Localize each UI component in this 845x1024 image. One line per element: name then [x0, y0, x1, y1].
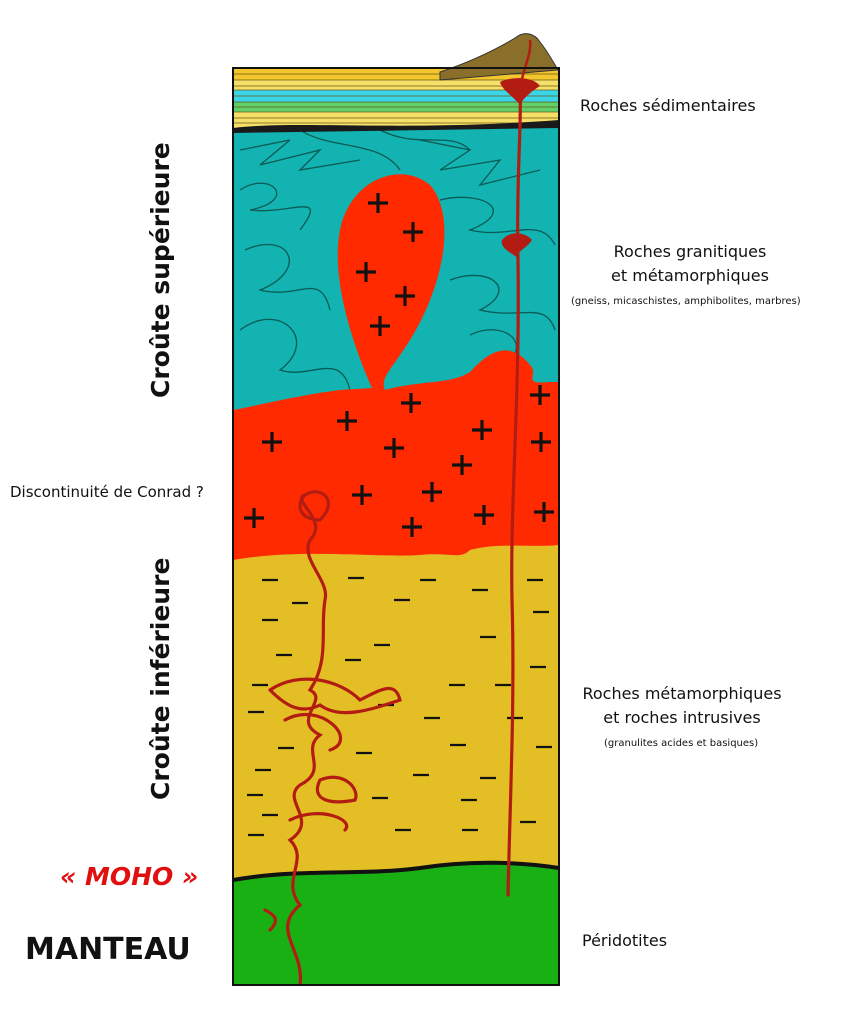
mantle-label: MANTEAU: [25, 932, 191, 967]
metamorphic-detail: (granulites acides et basiques): [604, 738, 759, 749]
granitic-detail: (gneiss, micaschistes, amphibolites, mar…: [571, 296, 801, 307]
granitic-label-line2: et métamorphiques: [611, 266, 769, 285]
metamorphic-label-line2: et roches intrusives: [603, 708, 761, 727]
sedimentary-layers: [233, 68, 559, 133]
lower-crust-dashes: [247, 576, 552, 837]
magma-conduits: [263, 88, 523, 985]
granite-batholith: [233, 174, 559, 560]
lower-crust-layer: [233, 545, 559, 880]
metamorphic-label: Roches métamorphiques et roches intrusiv…: [572, 682, 792, 730]
sedimentary-label: Roches sédimentaires: [580, 96, 756, 115]
metamorphic-folds: [239, 129, 556, 391]
conrad-label: Discontinuité de Conrad ?: [10, 483, 204, 501]
column-border: [232, 67, 560, 986]
lower-crust-label: Croûte inférieure: [146, 557, 175, 800]
moho-label: « MOHO »: [60, 862, 199, 891]
granite-crosses: [244, 193, 554, 537]
granitic-label-line1: Roches granitiques: [613, 242, 767, 261]
granitic-label: Roches granitiques et métamorphiques: [585, 240, 795, 288]
peridotites-label: Péridotites: [582, 931, 668, 950]
moho-boundary: [233, 860, 559, 882]
upper-crust-label: Croûte supérieure: [146, 142, 175, 398]
volcano-magma-chamber: [500, 78, 540, 105]
metamorphic-label-line1: Roches métamorphiques: [582, 684, 782, 703]
